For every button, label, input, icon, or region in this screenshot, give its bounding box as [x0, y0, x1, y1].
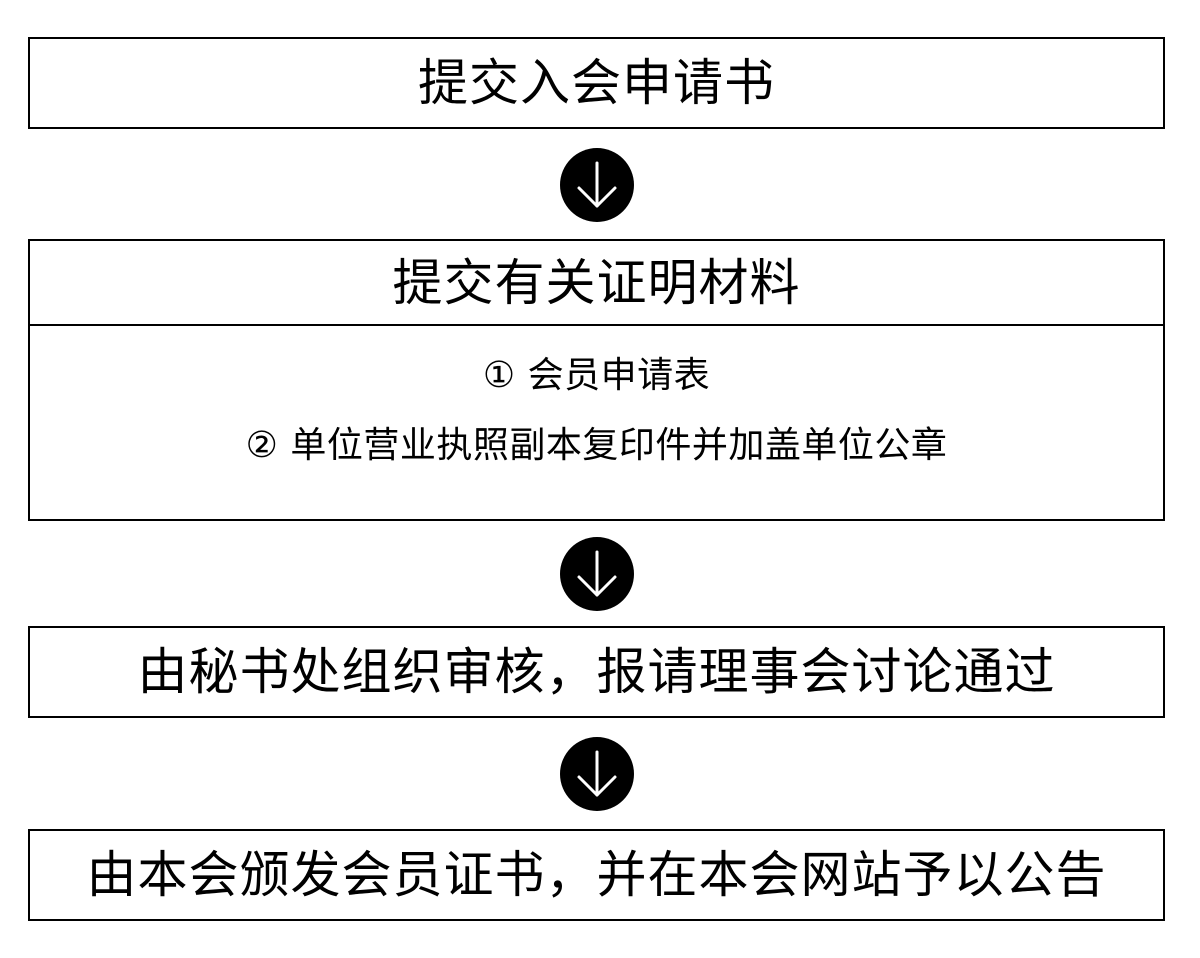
step-3-box: 由秘书处组织审核，报请理事会讨论通过	[28, 626, 1165, 718]
step-4-box: 由本会颁发会员证书，并在本会网站予以公告	[28, 829, 1165, 921]
step-2-box: 提交有关证明材料 ① 会员申请表 ② 单位营业执照副本复印件并加盖单位公章	[28, 239, 1165, 521]
arrow-down-circle-icon	[560, 737, 634, 811]
step-1-box: 提交入会申请书	[28, 37, 1165, 129]
step-4-title: 由本会颁发会员证书，并在本会网站予以公告	[86, 846, 1107, 904]
step-3-title: 由秘书处组织审核，报请理事会讨论通过	[137, 643, 1056, 701]
arrow-down-circle-icon	[560, 148, 634, 222]
materials-list: ① 会员申请表 ② 单位营业执照副本复印件并加盖单位公章	[30, 326, 1163, 498]
step-1-title: 提交入会申请书	[418, 54, 775, 112]
arrow-down-circle-icon	[560, 537, 634, 611]
material-item-2: ② 单位营业执照副本复印件并加盖单位公章	[245, 425, 948, 466]
step-2-title: 提交有关证明材料	[30, 241, 1163, 326]
material-item-1: ① 会员申请表	[482, 355, 711, 396]
